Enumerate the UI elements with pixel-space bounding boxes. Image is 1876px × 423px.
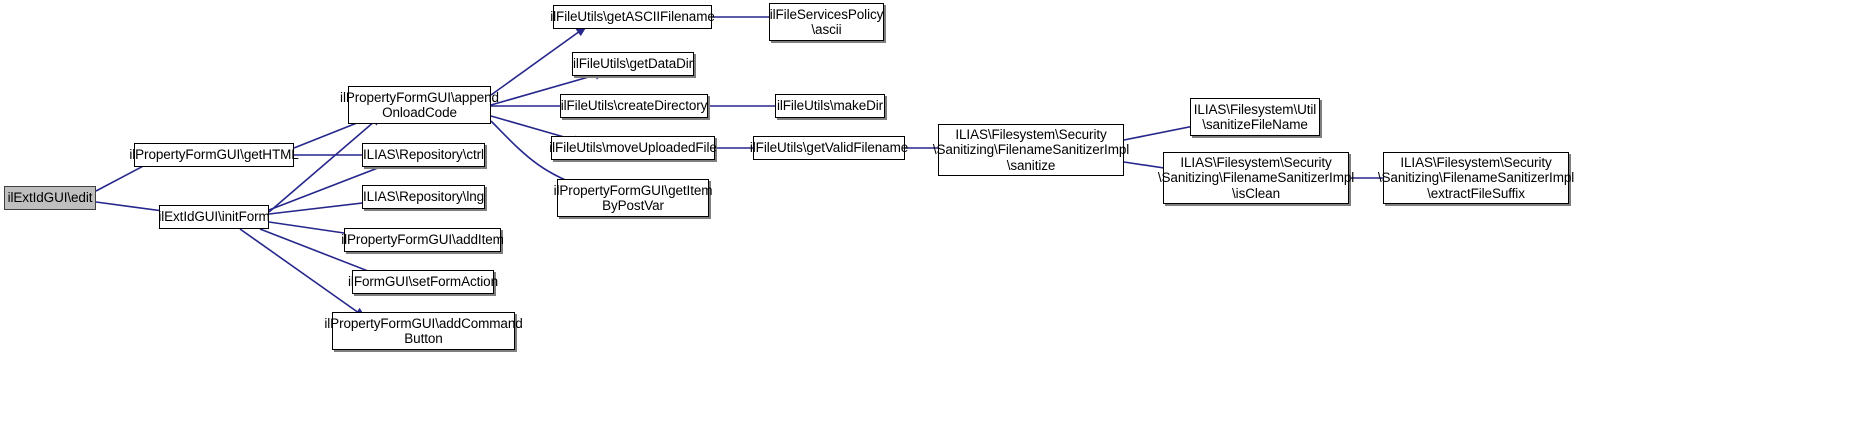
graph-node-n16[interactable]: ilFileUtils\getValidFilename bbox=[750, 136, 908, 160]
graph-node-n15[interactable]: ilFileUtils\makeDir bbox=[775, 94, 885, 118]
graph-node-n17[interactable]: ILIAS\Filesystem\Security \Sanitizing\Fi… bbox=[933, 124, 1129, 176]
graph-node-n9[interactable]: ilFileUtils\getASCIIFilename bbox=[550, 5, 715, 29]
graph-node-n12[interactable]: ilFileUtils\moveUploadedFile bbox=[549, 136, 717, 160]
graph-node-n20[interactable]: ILIAS\Filesystem\Security \Sanitizing\Fi… bbox=[1378, 152, 1574, 204]
graph-node-n3[interactable]: ilPropertyFormGUI\append OnloadCode bbox=[340, 86, 499, 124]
graph-node-n11[interactable]: ilFileUtils\createDirectory bbox=[560, 94, 708, 118]
graph-node-n2[interactable]: ilExtIdGUI\initForm bbox=[158, 205, 270, 229]
graph-node-n19[interactable]: ILIAS\Filesystem\Security \Sanitizing\Fi… bbox=[1158, 152, 1354, 204]
graph-node-n0[interactable]: ilExtIdGUI\edit bbox=[4, 186, 96, 210]
graph-node-n5[interactable]: ILIAS\Repository\lng bbox=[362, 185, 485, 209]
graph-node-n6[interactable]: ilPropertyFormGUI\addItem bbox=[341, 228, 504, 252]
graph-node-n10[interactable]: ilFileUtils\getDataDir bbox=[572, 52, 694, 76]
graph-node-n7[interactable]: ilFormGUI\setFormAction bbox=[348, 270, 498, 294]
graph-node-n18[interactable]: ILIAS\Filesystem\Util \sanitizeFileName bbox=[1190, 98, 1320, 136]
graph-node-n4[interactable]: ILIAS\Repository\ctrl bbox=[362, 143, 485, 167]
graph-node-n8[interactable]: ilPropertyFormGUI\addCommand Button bbox=[324, 312, 523, 350]
graph-node-n1[interactable]: ilPropertyFormGUI\getHTML bbox=[129, 143, 299, 167]
graph-node-n13[interactable]: ilPropertyFormGUI\getItem ByPostVar bbox=[554, 179, 713, 217]
graph-node-n14[interactable]: ilFileServicesPolicy \ascii bbox=[769, 3, 884, 41]
